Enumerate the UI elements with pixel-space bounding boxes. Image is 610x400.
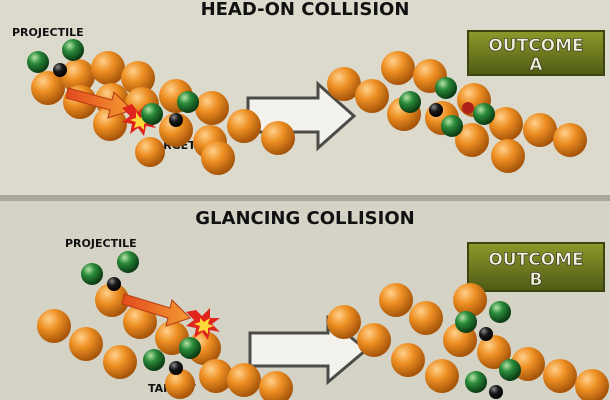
outcome-a-box: OUTCOME A (467, 30, 605, 76)
title-glancing: GLANCING COLLISION (195, 208, 414, 229)
projectile-molecule-bottom (81, 251, 139, 291)
surface-atoms-bottom-after (327, 283, 609, 400)
motion-arrow-top (65, 87, 133, 119)
projectile-molecule-top (27, 39, 84, 77)
outcome-a-line1: OUTCOME (488, 36, 583, 56)
result-molecules-bottom (455, 301, 521, 399)
projectile-label-top: PROJECTILE (12, 26, 84, 39)
outcome-b-box: OUTCOME B (467, 242, 605, 292)
result-molecules-top (399, 77, 495, 137)
impact-burst-bottom (186, 308, 220, 340)
target-molecule-top (141, 91, 199, 127)
target-molecule-bottom (143, 337, 201, 375)
outcome-b-line2: B (530, 270, 543, 290)
projectile-label-bottom: PROJECTILE (65, 237, 137, 250)
title-head-on: HEAD-ON COLLISION (201, 0, 410, 20)
motion-arrow-bottom (121, 293, 191, 327)
panel-divider (0, 195, 610, 201)
outcome-a-line2: A (529, 55, 543, 75)
outcome-b-line1: OUTCOME (488, 250, 583, 270)
